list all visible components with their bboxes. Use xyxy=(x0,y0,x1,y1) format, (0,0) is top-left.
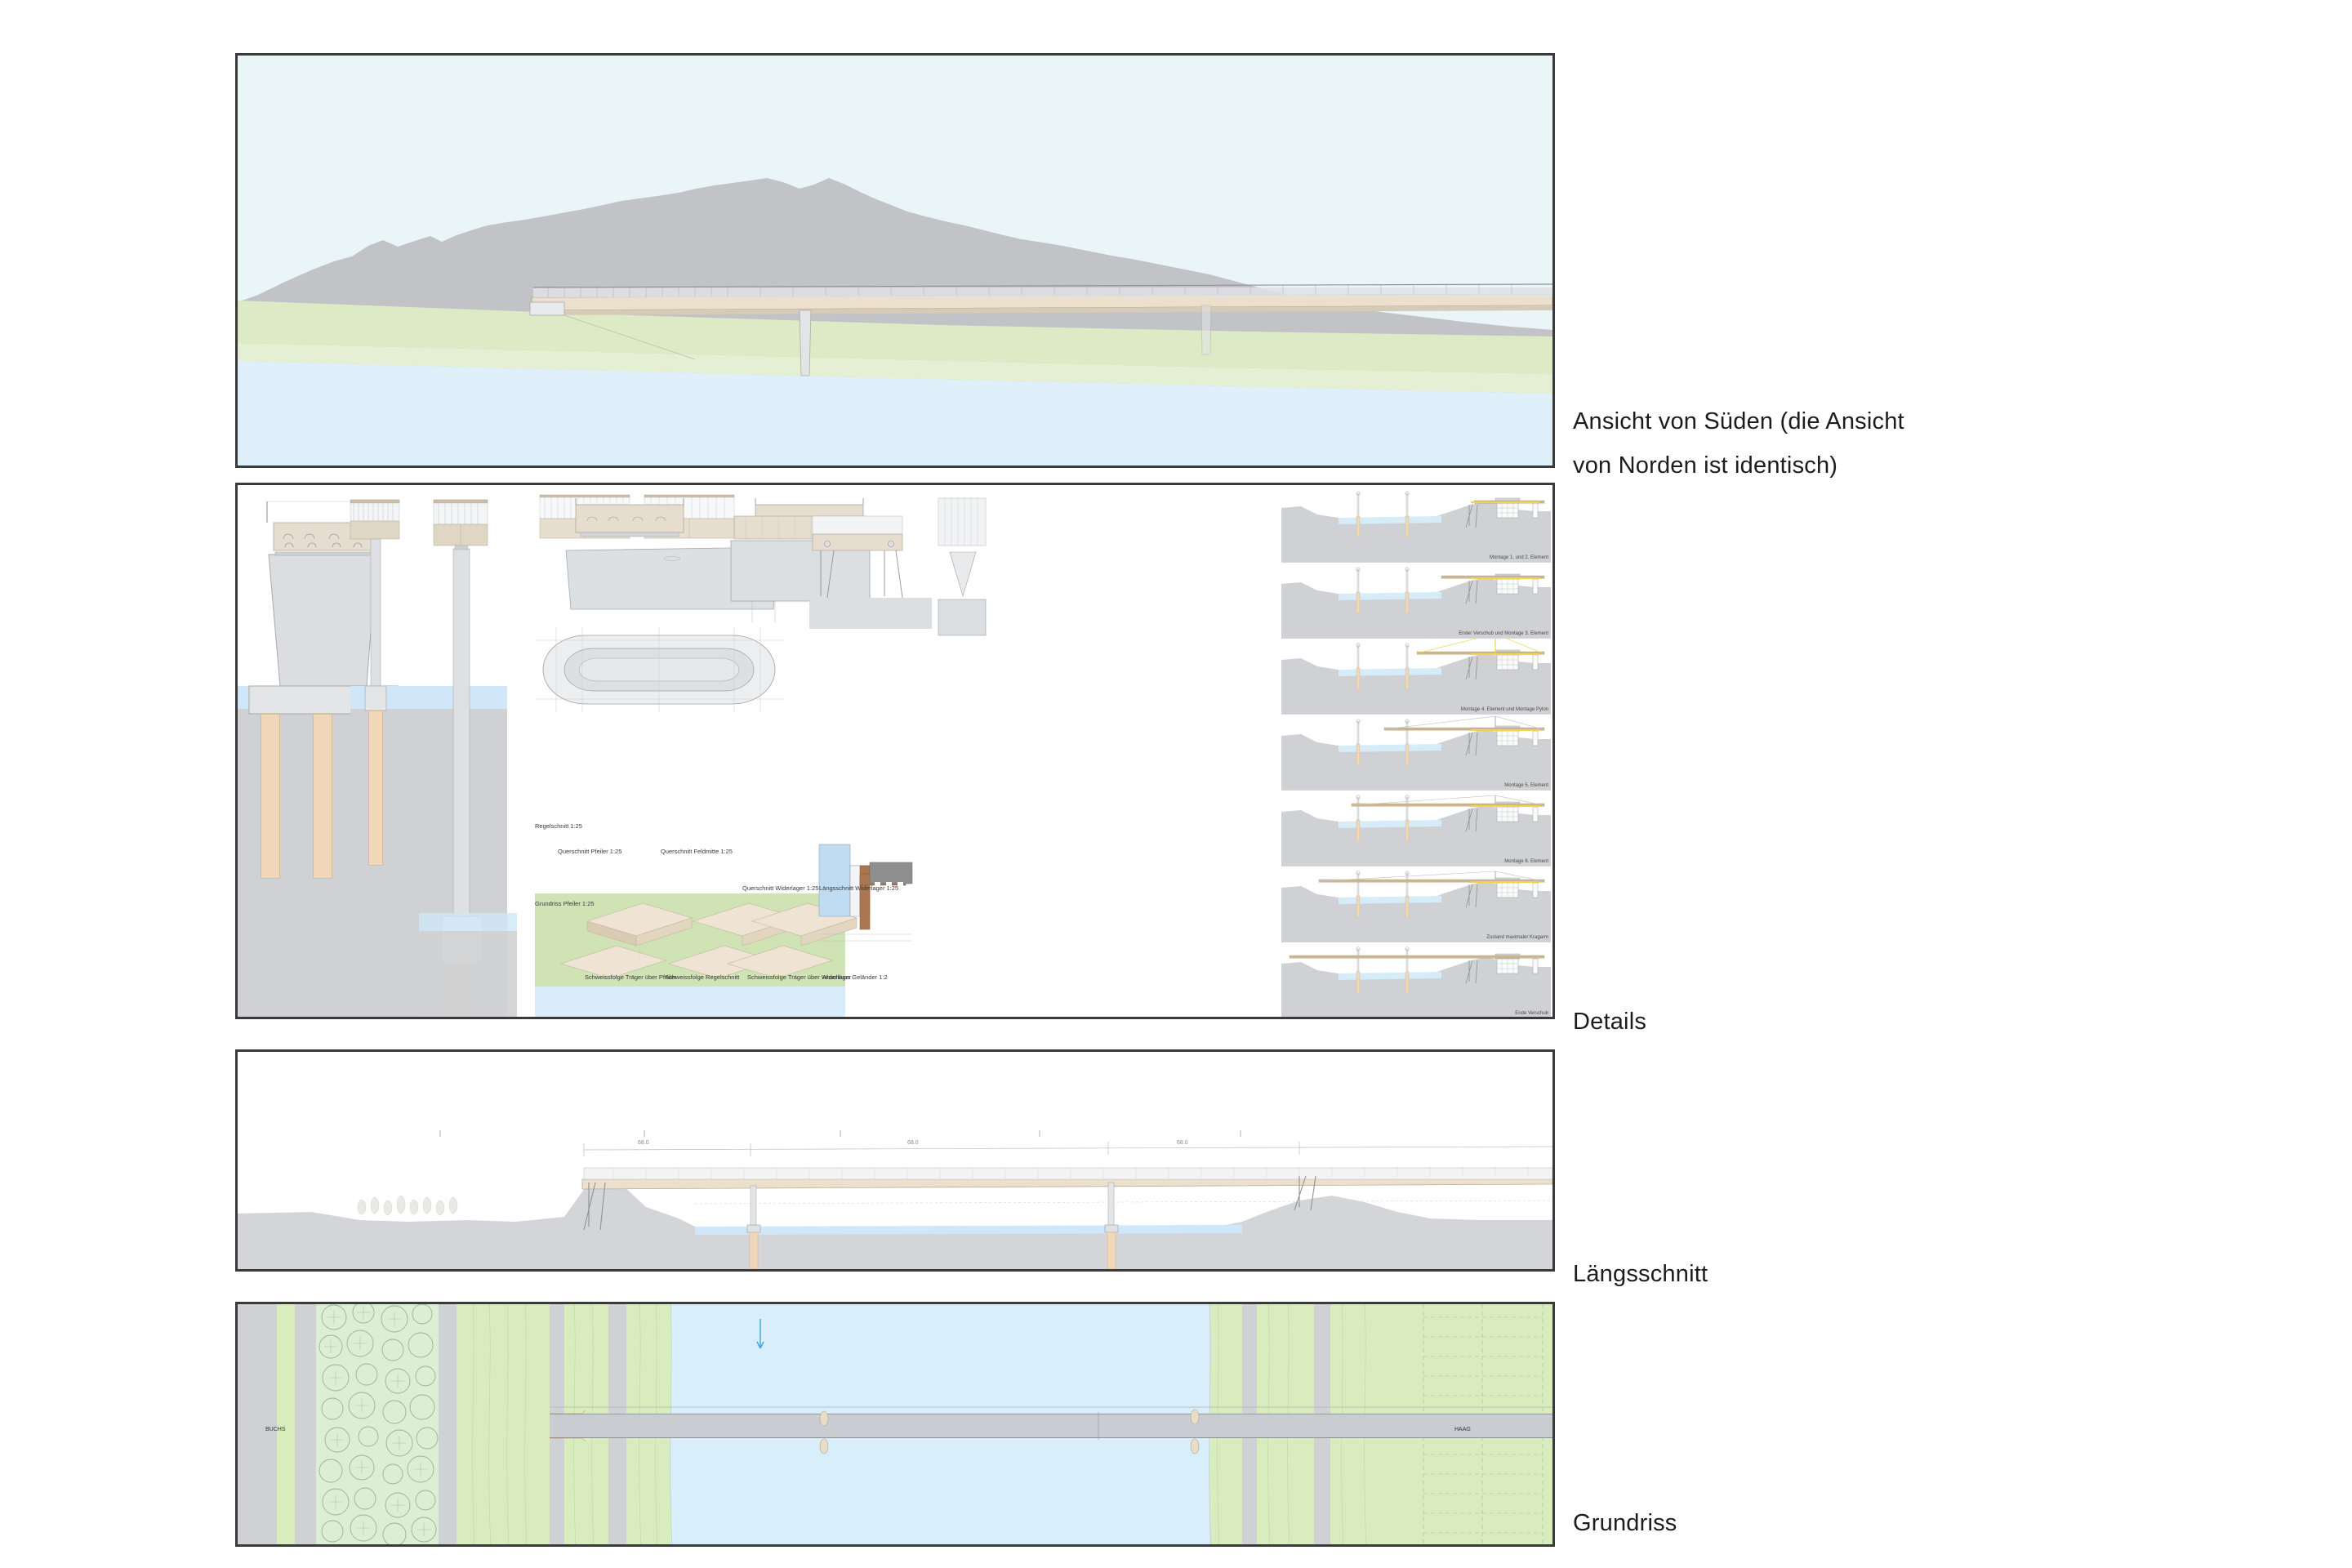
construction-step: Montage 5. Element xyxy=(1281,715,1551,791)
plan-road-2 xyxy=(295,1304,316,1544)
abutment-long-section xyxy=(809,515,932,629)
construction-step: Montage 6. Element xyxy=(1281,791,1551,866)
construction-step-graphic xyxy=(1281,871,1551,942)
construction-step-graphic xyxy=(1281,491,1551,562)
detail-label: Querschnitt Feldmitte 1:25 xyxy=(661,848,733,855)
construction-step-label: Erster Verschub und Montage 3. Element xyxy=(1459,631,1548,636)
forest-tree-symbols xyxy=(318,1304,439,1544)
construction-step-label: Zustand maximaler Kragarm xyxy=(1486,935,1548,940)
span-dimension-label: 68.0 xyxy=(1177,1140,1188,1146)
construction-step-label: Ende Verschub xyxy=(1515,1011,1548,1016)
detail-label: Schweissfolge Träger über Widerlager xyxy=(747,973,852,981)
caption-longitudinal-section: Längsschnitt xyxy=(1573,1261,1708,1287)
foundation-pile-1 xyxy=(261,714,280,879)
construction-step-label: Montage 1. und 2. Element xyxy=(1489,555,1548,560)
weld-sequence-beams-left xyxy=(559,902,800,975)
construction-step-graphic xyxy=(1281,567,1551,638)
plan-bridge-detail xyxy=(550,1406,1552,1454)
caption-elevation: Ansicht von Süden (die Ansicht von Norde… xyxy=(1573,408,1904,479)
detail-label: Schweissfolge Regelschnitt xyxy=(665,973,740,981)
riverbank-terrain xyxy=(238,301,1552,466)
construction-step: Ende Verschub xyxy=(1281,942,1551,1017)
detail-label: Längsschnitt Widerlager 1:25 xyxy=(819,884,899,892)
plan-place-label: HAAG xyxy=(1454,1427,1471,1432)
span-dimension-label: 68.0 xyxy=(907,1140,919,1146)
foundation-pile-2 xyxy=(313,714,332,879)
plan-field-2 xyxy=(457,1304,550,1544)
panel-elevation xyxy=(235,53,1555,468)
construction-step: Erster Verschub und Montage 3. Element xyxy=(1281,563,1551,639)
construction-step-label: Montage 4. Element und Montage Pylon xyxy=(1460,707,1548,712)
detail-label: Anschluss Geländer 1:2 xyxy=(822,973,888,981)
field-blue-detail xyxy=(535,987,845,1017)
vertical-strip-detail xyxy=(938,497,987,636)
panel-longitudinal-section: 68.0 68.0 68.0 xyxy=(235,1049,1555,1272)
plan-field-texture xyxy=(472,1304,1544,1544)
pier-elevation-tall xyxy=(419,499,517,1017)
plan-verge-1 xyxy=(277,1304,295,1544)
detail-label: Schweissfolge Träger über Pfeiler xyxy=(585,973,677,981)
detail-label: Regelschnitt 1:25 xyxy=(535,822,582,830)
detail-label: Querschnitt Widerlager 1:25 xyxy=(742,884,819,892)
caption-plan: Grundriss xyxy=(1573,1510,1677,1536)
construction-step-label: Montage 6. Element xyxy=(1504,859,1548,864)
plan-road-3 xyxy=(439,1304,457,1544)
foundation-pile-3 xyxy=(368,710,383,866)
river-flow-arrow-icon xyxy=(756,1319,764,1349)
construction-step: Montage 1. und 2. Element xyxy=(1281,487,1551,563)
bridge-elevation-graphic xyxy=(529,283,1552,376)
construction-step-graphic xyxy=(1281,947,1551,1017)
construction-step-graphic xyxy=(1281,795,1551,866)
longitudinal-section-graphic xyxy=(238,1130,1552,1269)
construction-step: Montage 4. Element und Montage Pylon xyxy=(1281,639,1551,715)
plan-place-label: BUCHS xyxy=(265,1427,286,1432)
construction-step-label: Montage 5. Element xyxy=(1504,783,1548,788)
plan-forest xyxy=(316,1304,439,1544)
pier-plan-oval xyxy=(528,621,790,719)
plan-road-1 xyxy=(238,1304,277,1544)
detail-label: Querschnitt Pfeiler 1:25 xyxy=(558,848,622,855)
construction-step: Zustand maximaler Kragarm xyxy=(1281,866,1551,942)
caption-details: Details xyxy=(1573,1009,1647,1035)
pier-elevation-slim xyxy=(350,499,400,711)
span-dimension-label: 68.0 xyxy=(638,1140,649,1146)
railing-connection-detail xyxy=(818,844,913,942)
detail-label: Grundriss Pfeiler 1:25 xyxy=(535,900,595,907)
construction-step-graphic xyxy=(1281,639,1551,714)
panel-plan: BUCHS HAAG xyxy=(235,1302,1555,1547)
plan-bridge-deck xyxy=(550,1414,1552,1438)
construction-step-graphic xyxy=(1281,715,1551,790)
